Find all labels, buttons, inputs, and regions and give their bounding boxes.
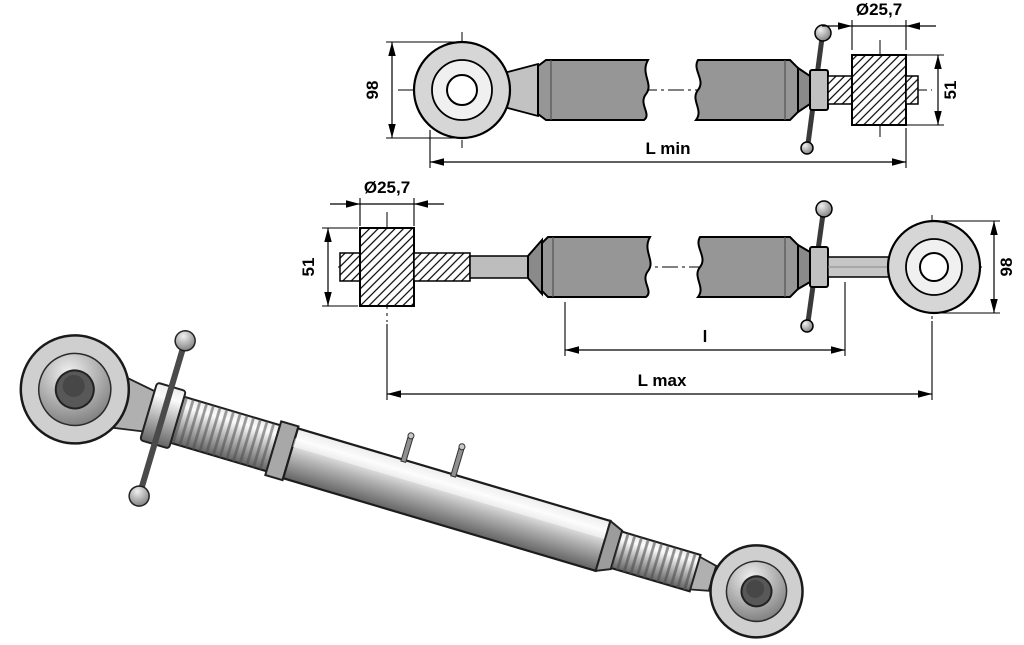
eye-bore-shadow [62, 374, 85, 397]
dim-ball-width: 51 [906, 54, 960, 126]
eye-bore [919, 252, 949, 282]
dim-label-dia-top: Ø25,7 [856, 0, 902, 19]
dim-label-51-bottom: 51 [299, 258, 318, 277]
dim-label-98-bottom: 98 [997, 258, 1016, 277]
spindle-rod [469, 255, 529, 279]
thread-stub-left [827, 75, 853, 105]
thread-stub-right [905, 75, 919, 105]
body-right-segment [693, 59, 799, 121]
handle-knob-3d [174, 330, 196, 352]
thread-ridges [611, 531, 701, 592]
body-right-segment [695, 236, 799, 298]
eye-bore-shadow [746, 579, 765, 598]
ball-eye [827, 219, 982, 315]
body-taper [797, 243, 811, 291]
lock-handle [800, 200, 833, 333]
ball-section [359, 227, 415, 307]
ball-eye [412, 40, 539, 140]
dim-label-51-top: 51 [941, 81, 960, 100]
thread-stub-left [339, 252, 361, 282]
tube-highlight [292, 437, 608, 540]
grease-pin-cap [458, 443, 466, 451]
dim-ball-width: 51 [299, 227, 358, 307]
handle-knob-top [815, 200, 833, 218]
dim-label-l-min: L min [645, 139, 690, 158]
view-retracted: 98 Ø25,7 51 L min [363, 0, 960, 168]
view-extended: Ø25,7 51 98 l L max [299, 178, 1016, 400]
grease-pin-cap [407, 432, 415, 440]
perspective-view [19, 330, 804, 639]
dim-l-max: L max [386, 321, 933, 400]
dim-label-dia-bottom: Ø25,7 [364, 178, 410, 197]
dim-label-98-top: 98 [363, 81, 382, 100]
lock-handle-3d [128, 330, 196, 507]
handle-knob-bottom [800, 319, 814, 333]
body-left-segment [537, 59, 650, 121]
ball-eye-3d-top [19, 334, 131, 445]
dim-label-l: l [703, 327, 708, 346]
grease-pins [400, 432, 466, 478]
eye-bore [446, 74, 478, 106]
body-taper [797, 66, 811, 114]
ball-section [851, 54, 907, 126]
dim-ball-diameter: Ø25,7 [330, 178, 444, 226]
dim-thread-length: l [564, 282, 846, 356]
grease-pin [450, 446, 465, 478]
ball-eye-3d-bottom [709, 544, 804, 639]
turnbuckle-body [537, 59, 811, 121]
dim-eye-height: 98 [938, 220, 1016, 314]
thread-stub-right [413, 252, 471, 282]
eye-neck-3d [689, 555, 718, 592]
handle-knob-top [814, 24, 832, 42]
lock-handle [800, 24, 832, 155]
body-left-segment [541, 236, 652, 298]
dim-eye-height: 98 [363, 41, 458, 139]
dim-ball-diameter: Ø25,7 [822, 0, 936, 50]
thread-ridges [170, 396, 281, 472]
handle-collar [809, 246, 829, 288]
handle-collar [809, 69, 829, 111]
threaded-ball-end [339, 227, 543, 307]
dim-l-min: L min [429, 128, 907, 168]
dim-label-l-max: L max [638, 371, 687, 390]
spindle-taper [527, 237, 543, 297]
handle-lever-3d [137, 343, 187, 494]
turnbuckle-body [541, 236, 811, 298]
grease-pin [400, 435, 414, 464]
threaded-ball-end [827, 54, 919, 126]
handle-knob-3d [128, 485, 150, 507]
handle-knob-bottom [800, 141, 814, 155]
